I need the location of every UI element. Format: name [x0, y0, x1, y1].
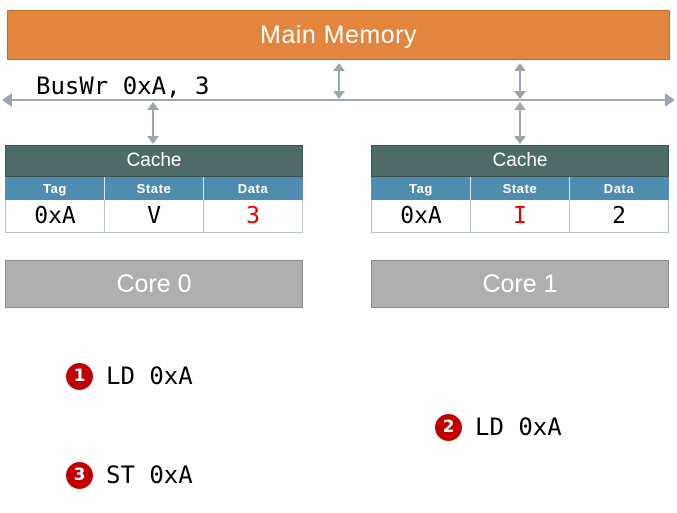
step-1-badge: 1 — [66, 362, 93, 390]
core-1-label: Core 1 — [482, 269, 558, 298]
core-block-0: Core 0 — [5, 260, 303, 308]
cache-1-header-data: Data — [570, 177, 668, 200]
cache-0-header-tag: Tag — [6, 177, 105, 200]
cache-0-cell-tag: 0xA — [6, 200, 105, 232]
step-3-label: ST 0xA — [106, 461, 193, 489]
connector-stem — [519, 70, 521, 92]
cache-block-0: Cache Tag State Data 0xA V 3 — [5, 145, 303, 233]
step-1: 1 LD 0xA — [66, 362, 193, 390]
step-1-label: LD 0xA — [106, 362, 193, 390]
memory-bus-connector-left-icon — [332, 63, 346, 99]
cache-0-header-state: State — [105, 177, 204, 200]
cache-1-cell-tag: 0xA — [372, 200, 471, 232]
arrow-down-icon — [514, 91, 526, 99]
cache-1-header-state: State — [471, 177, 570, 200]
cache-0-title-label: Cache — [126, 150, 182, 171]
cache-0-header-row: Tag State Data — [5, 177, 303, 200]
cache-1-title-label: Cache — [492, 150, 548, 171]
main-memory-label: Main Memory — [260, 20, 417, 49]
cache-1-header-row: Tag State Data — [371, 177, 669, 200]
cache-1-data-row: 0xA I 2 — [371, 200, 669, 233]
connector-stem — [338, 70, 340, 92]
cache-0-header-data: Data — [204, 177, 302, 200]
cache-1-cell-state: I — [471, 200, 570, 232]
bus-line — [6, 99, 671, 101]
step-2: 2 LD 0xA — [435, 413, 562, 441]
core-0-label: Core 0 — [116, 269, 192, 298]
cache-1-header-tag: Tag — [372, 177, 471, 200]
bus-transaction-label: BusWr 0xA, 3 — [36, 72, 210, 100]
arrow-down-icon — [147, 136, 159, 144]
cache-0-data-row: 0xA V 3 — [5, 200, 303, 233]
core-block-1: Core 1 — [371, 260, 669, 308]
arrow-up-icon — [147, 102, 159, 110]
main-memory-block: Main Memory — [7, 10, 670, 60]
connector-stem — [152, 109, 154, 137]
step-2-badge: 2 — [435, 413, 462, 441]
bus-arrow-left-icon — [2, 93, 12, 107]
bus-cache0-connector-icon — [146, 102, 160, 144]
step-3: 3 ST 0xA — [66, 461, 193, 489]
step-2-label: LD 0xA — [475, 413, 562, 441]
memory-bus-connector-right-icon — [513, 63, 527, 99]
arrow-up-icon — [333, 63, 345, 71]
cache-1-cell-data: 2 — [612, 203, 626, 229]
cache-block-1: Cache Tag State Data 0xA I 2 — [371, 145, 669, 233]
cache-1-title: Cache — [371, 145, 669, 177]
arrow-down-icon — [514, 136, 526, 144]
step-3-badge: 3 — [66, 461, 93, 489]
arrow-up-icon — [514, 102, 526, 110]
connector-stem — [519, 109, 521, 137]
cache-0-title: Cache — [5, 145, 303, 177]
arrow-down-icon — [333, 91, 345, 99]
bus-arrow-right-icon — [665, 93, 675, 107]
cache-0-cell-state: V — [105, 200, 204, 232]
cache-0-cell-data: 3 — [246, 203, 260, 229]
arrow-up-icon — [514, 63, 526, 71]
bus-cache1-connector-icon — [513, 102, 527, 144]
